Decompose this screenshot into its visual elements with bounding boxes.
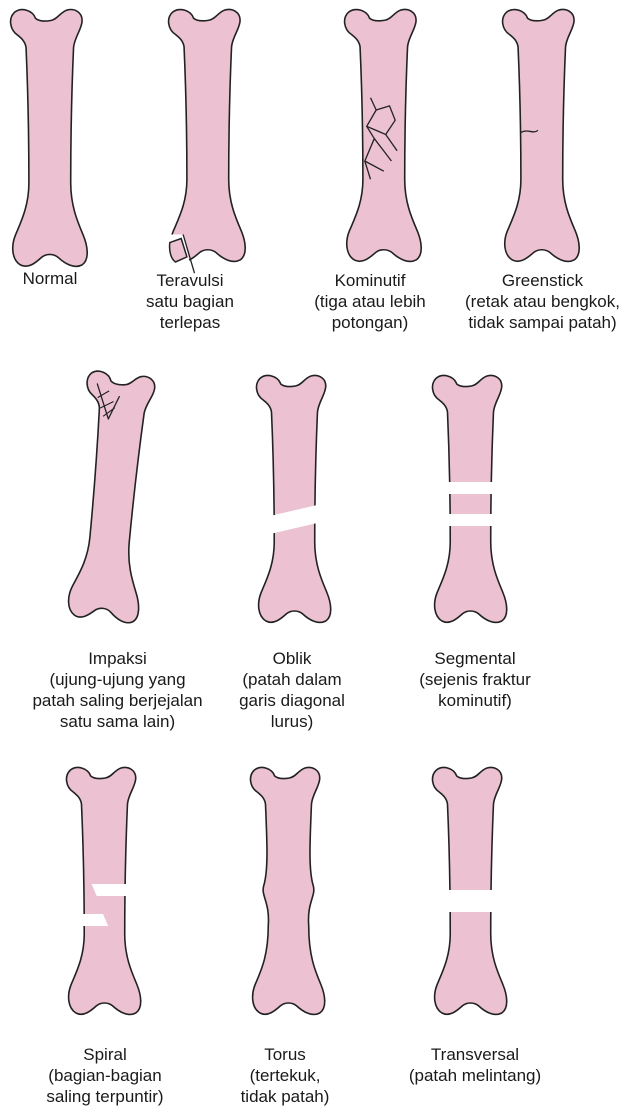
caption-transversal: Transversal (patah melintang): [385, 1044, 565, 1086]
bone-kominutif: [345, 10, 422, 262]
caption-title: Kominutif: [334, 271, 406, 290]
caption-title: Spiral: [83, 1045, 127, 1064]
bone-torus: [251, 767, 325, 1014]
caption-title: Torus: [264, 1045, 306, 1064]
caption-title: Teravulsi: [156, 271, 224, 290]
caption-torus: Torus (tertekuk,tidak patah): [215, 1044, 355, 1107]
caption-title: Oblik: [272, 649, 312, 668]
bone-oblik: [257, 375, 331, 622]
caption-title: Segmental: [434, 649, 516, 668]
caption-desc: (retak atau bengkok,tidak sampai patah): [465, 292, 620, 332]
caption-desc: (tertekuk,tidak patah): [240, 1066, 330, 1106]
bone-transversal: [433, 767, 507, 1014]
caption-title: Impaksi: [88, 649, 147, 668]
caption-title: Normal: [22, 269, 78, 288]
caption-normal: Normal: [0, 268, 100, 289]
bone-greenstick: [503, 10, 580, 262]
bone-teravulsi: [169, 10, 246, 274]
bone-normal: [11, 10, 88, 267]
bone-segmental: [433, 375, 507, 622]
caption-greenstick: Greenstick (retak atau bengkok,tidak sam…: [445, 270, 640, 333]
caption-desc: (patah melintang): [408, 1066, 542, 1085]
caption-title: Greenstick: [501, 271, 584, 290]
bone-spiral: [67, 767, 141, 1014]
bone-impaksi: [65, 370, 160, 624]
caption-title: Transversal: [430, 1045, 520, 1064]
